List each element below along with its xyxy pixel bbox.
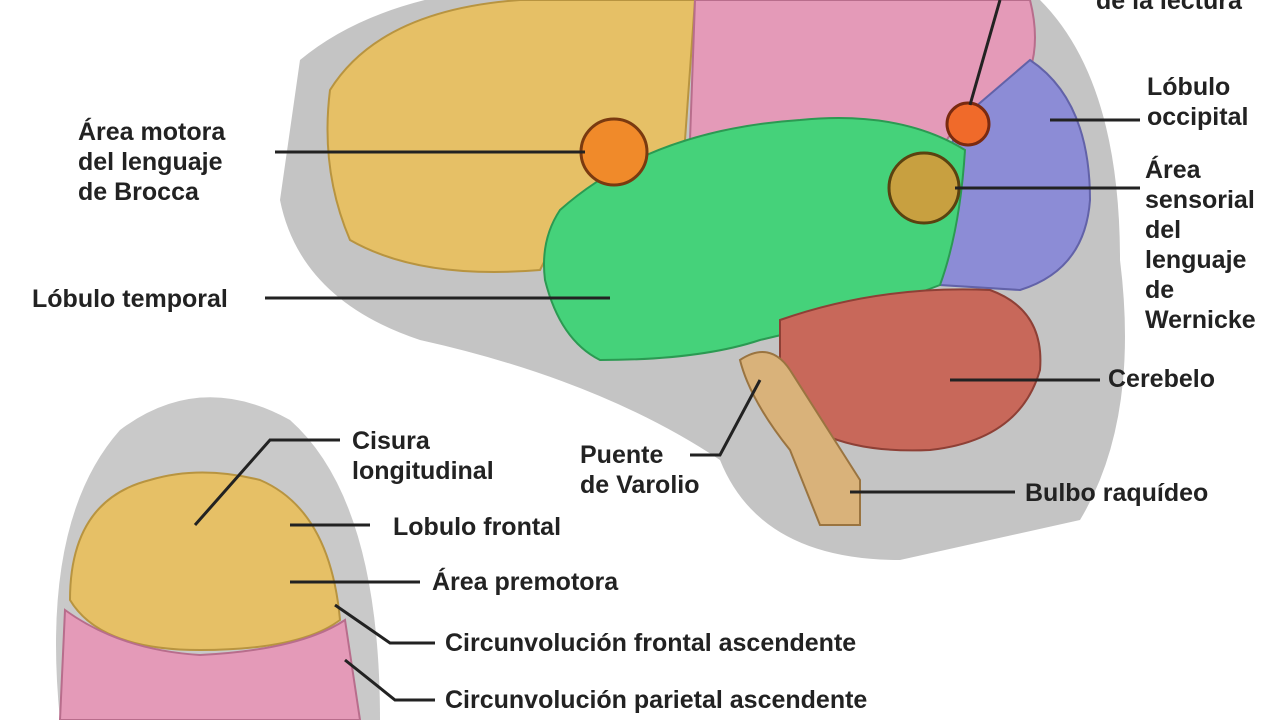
leader-lines	[193, 0, 1140, 702]
reading-marker	[945, 101, 991, 147]
wernicke-marker	[887, 151, 961, 225]
label-temporal-lobe: Lóbulo temporal	[32, 285, 228, 313]
label-postcentral-gyrus: Circunvolución parietal ascendente	[445, 686, 868, 714]
label-longitudinal-fissure: Cisura longitudinal	[352, 427, 494, 485]
top-parietal	[58, 608, 362, 720]
label-precentral-gyrus: Circunvolución frontal ascendente	[445, 629, 857, 657]
broca-marker	[579, 117, 649, 187]
label-occipital-lobe: Lóbulo occipital	[1147, 73, 1249, 131]
label-reading-area: de la lectura	[1096, 0, 1242, 15]
label-medulla: Bulbo raquídeo	[1025, 479, 1209, 507]
label-wernicke-area: Área sensorial del lenguaje de Wernicke	[1145, 156, 1256, 334]
label-premotor-area: Área premotora	[432, 568, 619, 596]
top-frontal	[68, 471, 342, 652]
label-broca-area: Área motora del lenguaje de Brocca	[78, 118, 226, 206]
label-pons: Puente de Varolio	[580, 441, 700, 499]
cerebellum	[779, 288, 1042, 452]
label-frontal-lobe: Lobulo frontal	[393, 513, 562, 541]
label-cerebellum: Cerebelo	[1108, 365, 1215, 393]
brainstem	[738, 351, 861, 526]
